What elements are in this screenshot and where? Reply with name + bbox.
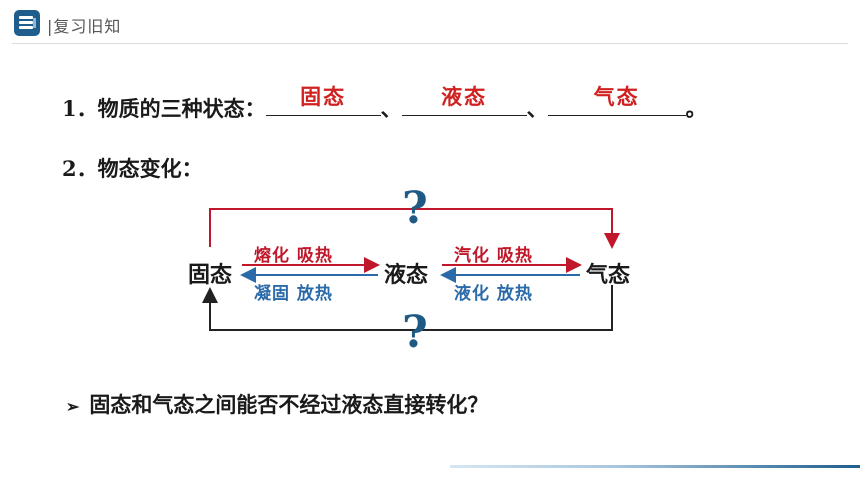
header-divider [12,43,848,44]
question-1-prefix: 1．物质的三种状态： [62,96,266,121]
liquefy-label: 液化 放热 [454,284,533,304]
question-mark-bottom: ? [402,307,428,358]
diagram-arrows [202,208,620,331]
question-1: 1．物质的三种状态： 固态 、 液态 、 气态 。 [62,84,707,123]
separator: 、 [526,96,548,121]
question-1-end: 。 [685,96,707,121]
vaporize-label: 汽化 吸热 [454,246,533,266]
question-mark-top: ? [402,183,428,234]
gas-to-solid-arrow [202,285,613,331]
separator: 、 [380,96,402,121]
page-title: |复习旧知 [47,17,122,36]
answer-liquid: 液态 [441,84,488,109]
answer-blank-2: 液态 [401,84,527,116]
answer-blank-3: 气态 [547,84,686,116]
melt-label: 熔化 吸热 [254,246,333,266]
state-gas: 气态 [586,262,631,288]
question-3: ➢ 固态和气态之间能否不经过液态直接转化？ [66,389,488,419]
book-stack-icon [14,10,40,36]
question-3-text: 固态和气态之间能否不经过液态直接转化？ [89,392,489,417]
bullet-arrow-icon: ➢ [66,397,80,416]
state-liquid: 液态 [384,262,429,288]
question-2: 2．物态变化： [62,156,203,181]
header-bar: |复习旧知 [0,0,860,44]
freeze-label: 凝固 放热 [254,284,333,304]
solid-to-gas-arrow [209,208,620,249]
state-solid: 固态 [188,262,233,288]
answer-gas: 气态 [593,84,640,109]
answer-blank-1: 固态 [265,84,381,116]
bottom-accent-line [450,465,860,468]
answer-solid: 固态 [300,84,347,109]
